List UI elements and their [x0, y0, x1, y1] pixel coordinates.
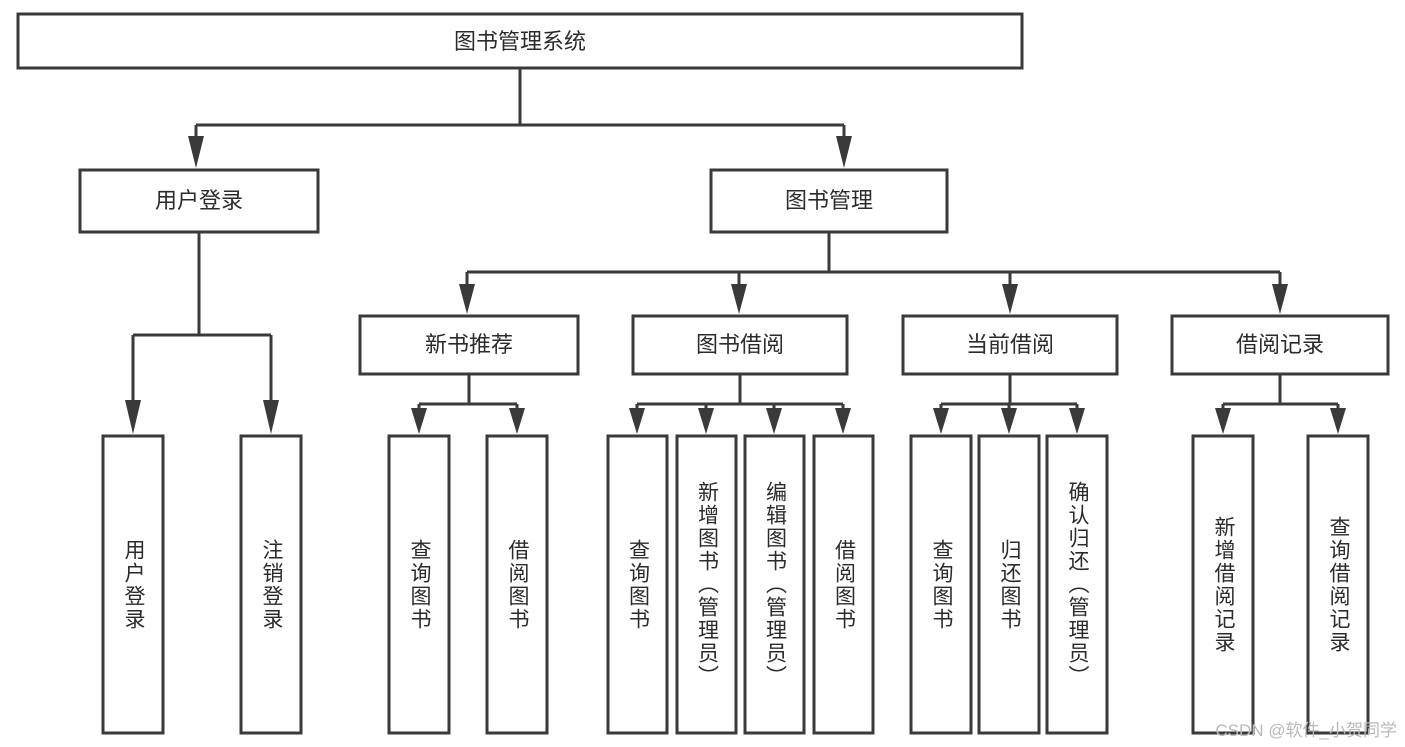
- arrow-to-leaf-confirm-return: [1069, 408, 1085, 434]
- book-management-label: 图书管理: [785, 188, 873, 213]
- connector-user-login-to-leaves: [125, 232, 279, 434]
- connector-book-management-to-level3: [459, 232, 1288, 314]
- leaf-box-logout[interactable]: [239, 434, 303, 735]
- leaf-box-user-login[interactable]: [101, 434, 165, 735]
- arrow-to-leaf-edit-book: [766, 408, 782, 434]
- connector-book-borrow-to-leaves: [629, 374, 851, 434]
- leaf-box-add-record[interactable]: [1191, 434, 1255, 735]
- arrow-to-leaf-query-record: [1330, 408, 1346, 434]
- csdn-watermark: CSDN @软件_小贺同学: [1215, 721, 1397, 740]
- arrow-to-current-borrow: [1002, 284, 1018, 314]
- leaf-box-query-book-3[interactable]: [909, 434, 973, 735]
- borrow-record-label: 借阅记录: [1236, 332, 1324, 357]
- arrow-to-leaf-query-book-2: [629, 408, 645, 434]
- arrow-to-leaf-borrow-book-1: [509, 408, 525, 434]
- arrow-to-leaf-logout: [263, 400, 279, 434]
- arrow-to-leaf-user-login: [125, 400, 141, 434]
- leaf-box-query-book-2[interactable]: [606, 434, 669, 735]
- arrow-to-borrow-record: [1272, 284, 1288, 314]
- node-current-borrow[interactable]: 当前借阅: [901, 314, 1119, 376]
- leaf-box-add-book[interactable]: [675, 434, 738, 735]
- root-box[interactable]: [16, 12, 1024, 70]
- book-borrow-label: 图书借阅: [696, 332, 784, 357]
- connector-root-to-level2: [188, 68, 852, 168]
- user-login-box[interactable]: [78, 168, 320, 234]
- leaf-box-query-book-1[interactable]: [387, 434, 451, 735]
- node-book-management[interactable]: 图书管理: [709, 168, 949, 234]
- leaf-box-borrow-book-2[interactable]: [812, 434, 875, 735]
- node-borrow-record[interactable]: 借阅记录: [1170, 314, 1390, 376]
- node-root[interactable]: 图书管理系统: [16, 12, 1024, 70]
- leaf-box-borrow-book-1[interactable]: [485, 434, 549, 735]
- arrow-to-book-management: [836, 136, 852, 168]
- connector-current-borrow-to-leaves: [933, 374, 1085, 434]
- leaf-box-query-record[interactable]: [1306, 434, 1370, 735]
- arrow-to-leaf-add-book: [698, 408, 714, 434]
- root-label: 图书管理系统: [454, 29, 586, 54]
- arrow-to-leaf-add-record: [1215, 408, 1231, 434]
- new-book-recommend-box[interactable]: [358, 314, 580, 376]
- arrow-to-leaf-return-book: [1001, 408, 1017, 434]
- arrow-to-leaf-query-book-1: [411, 408, 427, 434]
- current-borrow-label: 当前借阅: [966, 332, 1054, 357]
- arrow-to-book-borrow: [731, 284, 747, 314]
- node-user-login[interactable]: 用户登录: [78, 168, 320, 234]
- connector-new-book-to-leaves: [411, 374, 525, 434]
- current-borrow-box[interactable]: [901, 314, 1119, 376]
- arrow-to-leaf-query-book-3: [933, 408, 949, 434]
- user-login-label: 用户登录: [155, 188, 243, 213]
- node-new-book-recommend[interactable]: 新书推荐: [358, 314, 580, 376]
- connector-borrow-record-to-leaves: [1215, 374, 1346, 434]
- node-book-borrow[interactable]: 图书借阅: [631, 314, 849, 376]
- arrow-to-new-book-recommend: [459, 284, 475, 314]
- leaf-box-confirm-return[interactable]: [1045, 434, 1109, 735]
- arrow-to-user-login: [188, 136, 204, 168]
- leaf-box-edit-book[interactable]: [743, 434, 806, 735]
- leaf-box-return-book[interactable]: [977, 434, 1041, 735]
- new-book-recommend-label: 新书推荐: [425, 332, 513, 357]
- arrow-to-leaf-borrow-book-2: [835, 408, 851, 434]
